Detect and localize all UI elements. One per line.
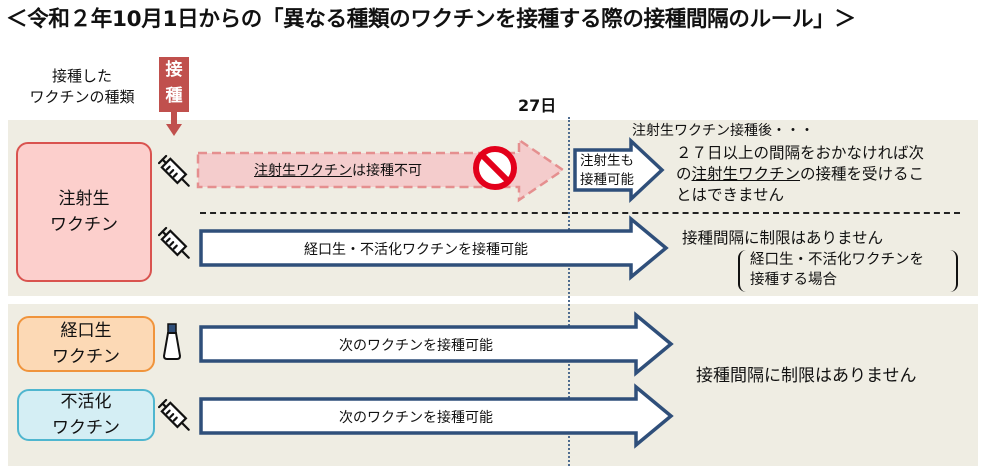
syringe-icon xyxy=(158,226,190,259)
header-inject-char2: 種 xyxy=(165,86,183,106)
oral-bottle-icon xyxy=(162,323,182,360)
syringe-icon xyxy=(158,398,190,431)
inactivated-vaccine-box: 不活化 ワクチン xyxy=(17,389,155,441)
injection-allowed-arrow xyxy=(573,136,665,204)
header-vaccine-type-line1: 接種した xyxy=(51,67,112,85)
injection-box-line2: ワクチン xyxy=(50,215,118,235)
oral-live-vaccine-box: 経口生 ワクチン xyxy=(17,316,155,372)
row2-paren-line1: 経口生・不活化ワクチンを xyxy=(750,252,924,268)
header-inject: 接 種 xyxy=(159,57,189,112)
row1-note-line1: ２７日以上の間隔をおかなければ次 xyxy=(676,144,925,162)
injection-live-vaccine-box: 注射生 ワクチン xyxy=(16,142,152,282)
row1-note-underlined: 注射生ワクチン xyxy=(691,165,801,183)
syringe-icon xyxy=(158,154,190,187)
row3-arrow-text: 次のワクチンを接種可能 xyxy=(339,338,493,354)
row2-paren-line2: 接種する場合 xyxy=(750,272,837,288)
row1-note: ２７日以上の間隔をおかなければ次 の注射生ワクチンの接種を受けるこ とはできませ… xyxy=(676,143,988,206)
row1-note-line3: とはできません xyxy=(676,186,785,204)
injection-allowed-line2: 接種可能 xyxy=(580,172,634,188)
injection-allowed-line1: 注射生も xyxy=(580,153,634,169)
bottom-note: 接種間隔に制限はありません xyxy=(696,366,917,386)
prohibited-arrow-text: 注射生ワクチンは接種不可 xyxy=(254,160,422,180)
oral-box-line1: 経口生 xyxy=(60,321,112,341)
row-divider xyxy=(200,212,960,214)
down-arrow-icon xyxy=(166,112,182,136)
inactivated-box-line1: 不活化 xyxy=(60,392,112,412)
day-27-marker: 27日 xyxy=(518,96,557,115)
page-title: ＜令和２年10月1日からの「異なる種類のワクチンを接種する際の接種間隔のルール」… xyxy=(6,7,856,32)
prohibited-arrow-text-rest: は接種不可 xyxy=(352,163,422,179)
row4-arrow xyxy=(199,383,674,449)
row2-note: 接種間隔に制限はありません xyxy=(682,229,884,247)
inactivated-box-line2: ワクチン xyxy=(52,418,120,438)
row1-note-head: 注射生ワクチン接種後・・・ xyxy=(632,123,814,139)
row2-arrow xyxy=(199,215,669,281)
header-inject-char1: 接 xyxy=(165,60,183,80)
day-27-line xyxy=(568,117,570,466)
oral-box-line2: ワクチン xyxy=(52,347,120,367)
prohibited-arrow-text-underlined: 注射生ワクチン xyxy=(254,163,352,179)
row2-paren-note: 経口生・不活化ワクチンを 接種する場合 xyxy=(738,250,958,292)
injection-allowed-arrow-text: 注射生も 接種可能 xyxy=(580,152,634,190)
injection-box-line1: 注射生 xyxy=(58,189,110,209)
prohibited-arrow xyxy=(196,137,566,203)
header-vaccine-type-line2: ワクチンの種類 xyxy=(29,88,135,106)
header-vaccine-type: 接種した ワクチンの種類 xyxy=(18,66,146,108)
row2-arrow-text: 経口生・不活化ワクチンを接種可能 xyxy=(304,242,528,258)
row3-arrow xyxy=(199,311,674,377)
row1-note-line2: の注射生ワクチンの接種を受けるこ xyxy=(676,165,925,183)
row4-arrow-text: 次のワクチンを接種可能 xyxy=(339,410,493,426)
prohibition-icon xyxy=(473,146,517,190)
